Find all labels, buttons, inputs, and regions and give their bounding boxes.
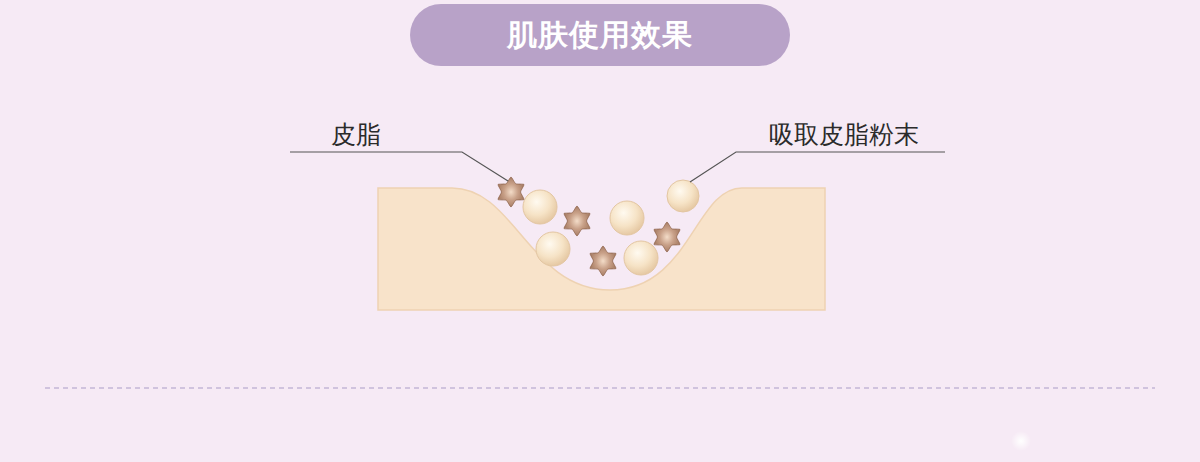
callout-label: 皮脂 [331,120,381,150]
leader-line [690,152,945,182]
sparkle [1011,431,1031,451]
title-pill: 肌肤使用效果 [410,4,790,66]
powder-spheres [523,180,699,275]
skin-block [378,188,825,310]
leader-line [290,152,508,181]
sebum-star [654,222,680,252]
sebum-star [498,177,524,207]
sebum-particles [498,177,680,276]
sebum-star [590,246,616,276]
title-text: 肌肤使用效果 [507,15,693,56]
dashed-divider [45,387,1155,388]
callout-label: 吸取皮脂粉末 [769,120,919,150]
sebum-star [564,206,590,236]
